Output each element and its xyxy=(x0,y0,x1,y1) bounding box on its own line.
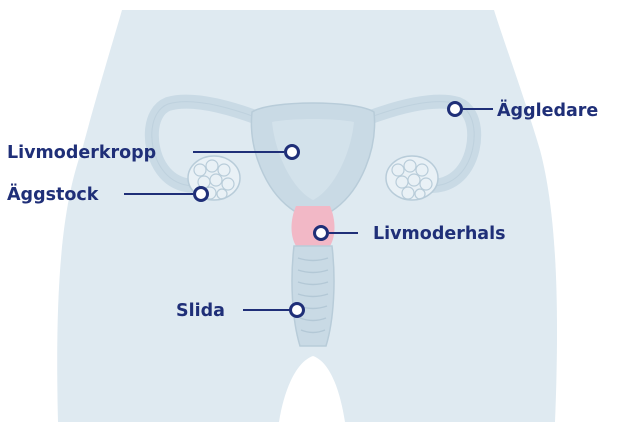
marker-fallopian-tube xyxy=(449,103,462,116)
label-vagina: Slida xyxy=(176,301,225,321)
label-ovary: Äggstock xyxy=(7,183,99,205)
cervix-shape xyxy=(292,206,335,246)
right-ovary xyxy=(386,156,438,200)
label-cervix: Livmoderhals xyxy=(373,224,506,244)
label-uterus-body: Livmoderkropp xyxy=(7,143,156,163)
label-fallopian-tube: Äggledare xyxy=(497,99,598,121)
marker-uterus-body xyxy=(286,146,299,159)
marker-cervix xyxy=(315,227,328,240)
marker-ovary xyxy=(195,188,208,201)
marker-vagina xyxy=(291,304,304,317)
